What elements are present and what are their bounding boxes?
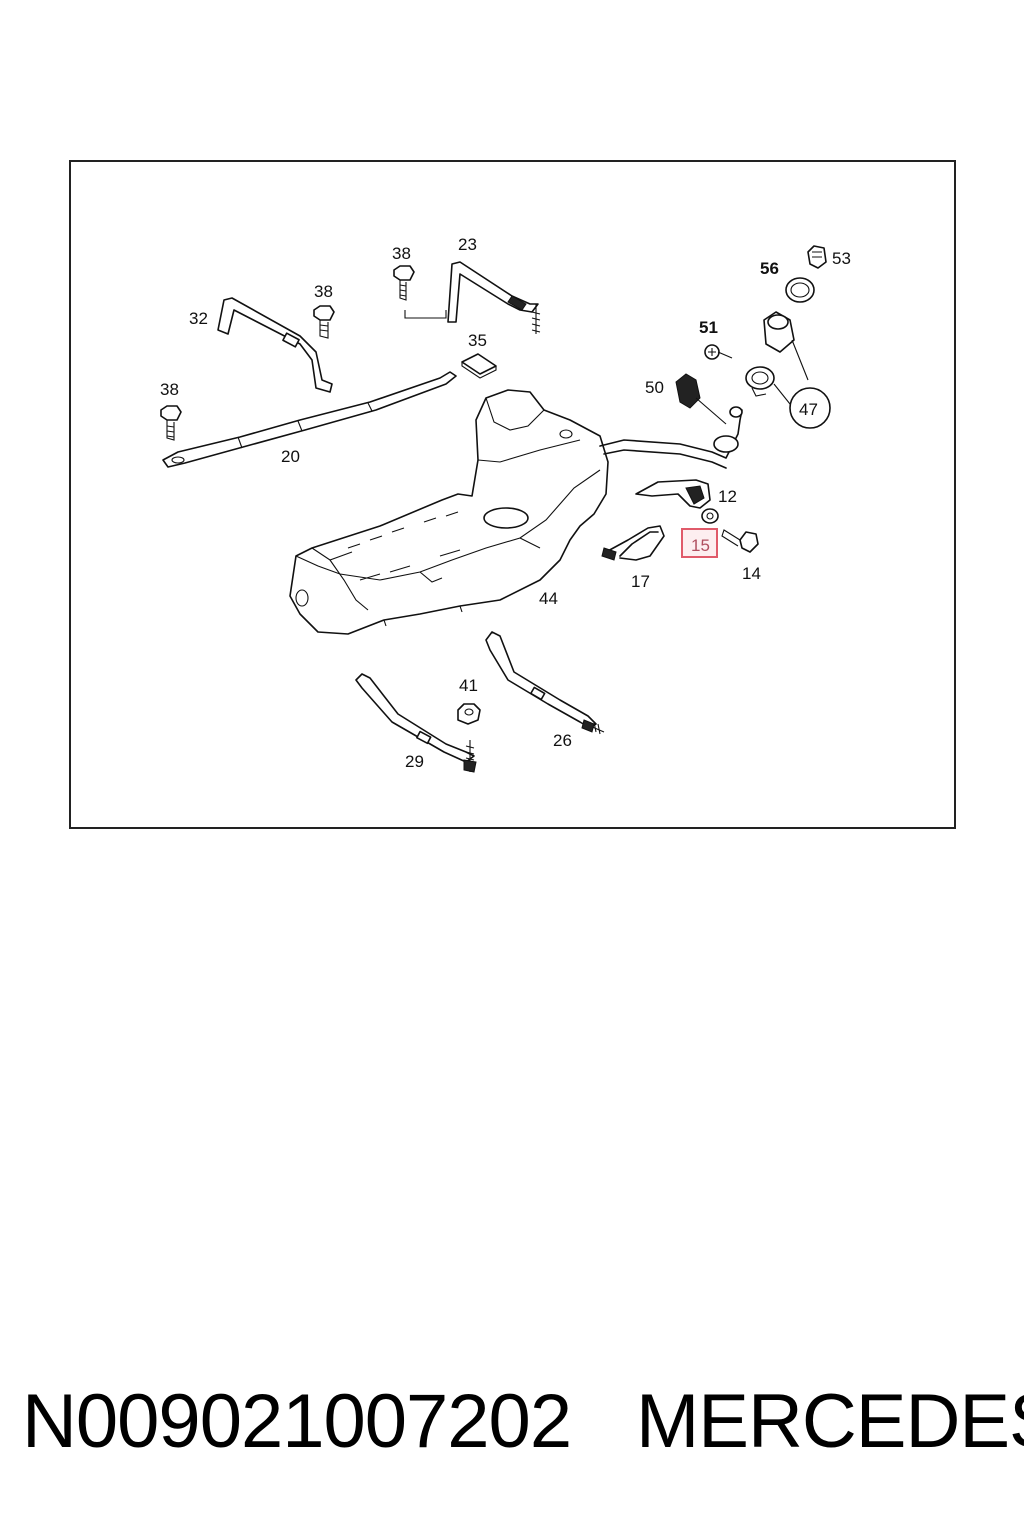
bolt-38-mid[interactable] xyxy=(313,305,335,339)
callout-38-left[interactable]: 38 xyxy=(160,380,179,399)
part-56-seal[interactable] xyxy=(785,277,815,303)
part-23-strap[interactable] xyxy=(447,261,541,334)
callout-41[interactable]: 41 xyxy=(459,676,478,695)
callout-15[interactable]: 15 xyxy=(691,536,710,555)
callout-50[interactable]: 50 xyxy=(645,378,664,397)
bolt-38-left[interactable] xyxy=(160,405,182,441)
part-17-tie[interactable] xyxy=(601,525,665,561)
callout-38-mid[interactable]: 38 xyxy=(314,282,333,301)
bolt-38-top[interactable] xyxy=(393,265,415,301)
callout-12[interactable]: 12 xyxy=(718,487,737,506)
leader-38-23 xyxy=(404,310,447,319)
callout-23[interactable]: 23 xyxy=(458,235,477,254)
callout-53[interactable]: 53 xyxy=(832,249,851,268)
part-29-strap[interactable] xyxy=(355,673,477,773)
part-53-cap[interactable] xyxy=(807,245,827,269)
filler-pipe[interactable] xyxy=(599,406,743,469)
part-20-crossmember[interactable] xyxy=(162,371,457,468)
callout-29[interactable]: 29 xyxy=(405,752,424,771)
part-26-strap[interactable] xyxy=(485,631,605,735)
part-47-filler-neck[interactable] xyxy=(745,311,809,397)
callout-32[interactable]: 32 xyxy=(189,309,208,328)
part-15-washer[interactable] xyxy=(701,508,719,524)
part-14-bolt[interactable] xyxy=(721,529,759,553)
callout-26[interactable]: 26 xyxy=(553,731,572,750)
callout-20[interactable]: 20 xyxy=(281,447,300,466)
part-number: N009021007202 xyxy=(22,1379,572,1464)
footer-caption: N009021007202 MERCEDES xyxy=(22,1378,1024,1468)
callout-14[interactable]: 14 xyxy=(742,564,761,583)
callout-17[interactable]: 17 xyxy=(631,572,650,591)
callout-56[interactable]: 56 xyxy=(760,259,779,278)
callout-51[interactable]: 51 xyxy=(699,318,718,337)
brand-name: MERCEDES xyxy=(636,1379,1024,1464)
part-51-screw[interactable] xyxy=(704,344,733,360)
part-12-bracket[interactable] xyxy=(635,479,711,509)
part-32-strap[interactable] xyxy=(217,297,333,393)
callout-38-top[interactable]: 38 xyxy=(392,244,411,263)
callout-35[interactable]: 35 xyxy=(468,331,487,350)
part-44-fuel-tank[interactable] xyxy=(289,389,609,635)
callout-47[interactable]: 47 xyxy=(799,400,818,419)
part-35-pad[interactable] xyxy=(461,353,497,379)
part-50-damper[interactable] xyxy=(675,373,727,425)
callout-47-circle xyxy=(773,383,831,429)
part-41-nut[interactable] xyxy=(457,703,481,725)
callout-15-highlight-box xyxy=(681,528,718,558)
callout-44[interactable]: 44 xyxy=(539,589,558,608)
